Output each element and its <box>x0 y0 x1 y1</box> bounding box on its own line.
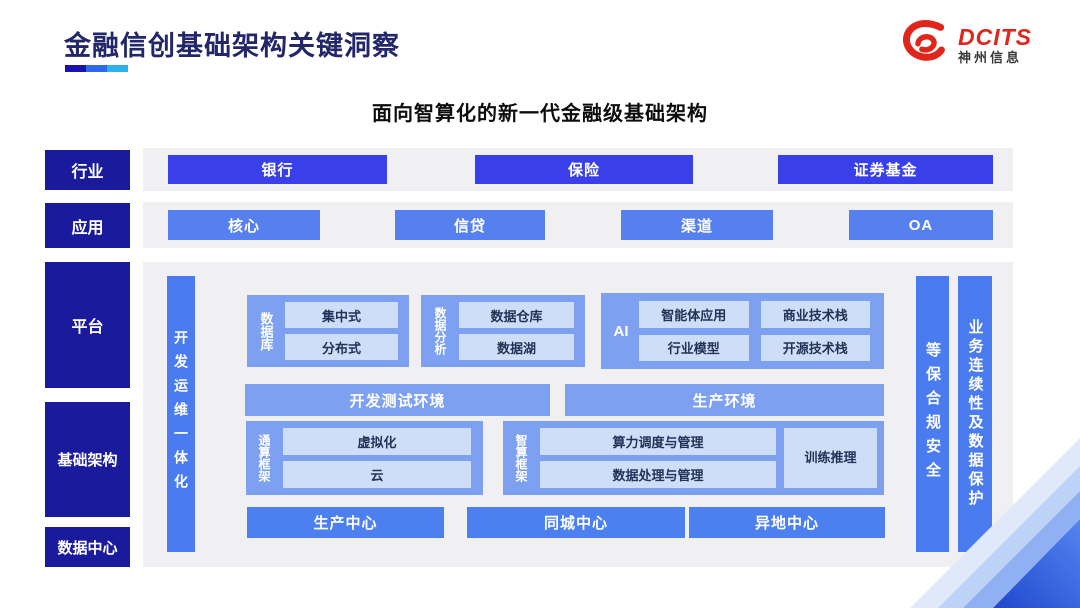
underline-segment-cyan <box>107 65 128 72</box>
title-underline <box>65 65 128 72</box>
layer-label-datacenter: 数据中心 <box>45 527 130 567</box>
devops-bar-label: 开发运维一体化 <box>173 330 189 498</box>
database-group-label: 数据库 <box>258 311 274 351</box>
analytics-item-lake: 数据湖 <box>459 334 574 360</box>
continuity-bar-label: 业务连续性及数据保护 <box>966 319 984 509</box>
logo-text: DCITS 神州信息 <box>958 25 1032 65</box>
ai-items: 智能体应用 商业技术栈 行业模型 开源技术栈 <box>639 301 870 361</box>
analytics-item-warehouse: 数据仓库 <box>459 302 574 328</box>
ai-item-opensource-stack: 开源技术栈 <box>760 334 870 361</box>
layer-label-industry: 行业 <box>45 150 130 190</box>
industry-item-insurance: 保险 <box>475 155 693 184</box>
layer-label-platform: 平台 <box>45 262 130 388</box>
company-logo: DCITS 神州信息 <box>900 18 1050 72</box>
center-same-city: 同城中心 <box>467 507 685 538</box>
database-item-centralized: 集中式 <box>285 302 398 328</box>
app-item-channel: 渠道 <box>621 210 773 240</box>
underline-segment-blue <box>86 65 107 72</box>
corner-stripes-decoration <box>910 438 1080 608</box>
general-compute-label: 通算框架 <box>257 434 271 482</box>
continuity-vertical-bar: 业务连续性及数据保护 <box>958 276 992 552</box>
ai-group: AI 智能体应用 商业技术栈 行业模型 开源技术栈 <box>601 293 884 369</box>
center-remote: 异地中心 <box>689 507 885 538</box>
logo-brand: DCITS <box>958 24 1032 51</box>
intelligent-compute-items: 算力调度与管理 数据处理与管理 <box>540 428 776 488</box>
database-items: 集中式 分布式 <box>285 302 398 360</box>
underline-segment-dark <box>65 65 86 72</box>
intelligent-compute-group: 智算框架 算力调度与管理 数据处理与管理 训练推理 <box>503 421 884 495</box>
ai-group-label: AI <box>613 322 629 340</box>
security-bar-label: 等保合规安全 <box>924 342 941 486</box>
database-group: 数据库 集中式 分布式 <box>247 295 409 367</box>
general-compute-items: 虚拟化 云 <box>283 428 471 488</box>
diagram-title: 面向智算化的新一代金融级基础架构 <box>372 103 708 125</box>
general-compute-group: 通算框架 虚拟化 云 <box>246 421 483 495</box>
app-item-core: 核心 <box>168 210 320 240</box>
production-environment-bar: 生产环境 <box>565 384 884 416</box>
logo-company: 神州信息 <box>958 50 1023 66</box>
center-production: 生产中心 <box>247 507 444 538</box>
industry-item-securities: 证券基金 <box>778 155 993 184</box>
intelligent-item-scheduling: 算力调度与管理 <box>540 428 776 455</box>
general-item-cloud: 云 <box>283 461 471 488</box>
general-item-virtualization: 虚拟化 <box>283 428 471 455</box>
analytics-items: 数据仓库 数据湖 <box>459 302 574 360</box>
database-item-distributed: 分布式 <box>285 334 398 360</box>
analytics-group: 数据分析 数据仓库 数据湖 <box>421 295 585 367</box>
ai-item-agent-apps: 智能体应用 <box>639 301 749 328</box>
ai-item-industry-models: 行业模型 <box>639 334 749 361</box>
layer-label-infrastructure: 基础架构 <box>45 402 130 517</box>
app-item-credit: 信贷 <box>395 210 545 240</box>
logo-swirl-icon <box>900 19 950 72</box>
devops-vertical-bar: 开发运维一体化 <box>167 276 195 552</box>
intelligent-item-data-mgmt: 数据处理与管理 <box>540 461 776 488</box>
layer-label-application: 应用 <box>45 203 130 248</box>
industry-item-bank: 银行 <box>168 155 387 184</box>
app-item-oa: OA <box>849 210 993 240</box>
ai-item-commercial-stack: 商业技术栈 <box>760 301 870 328</box>
page-title: 金融信创基础架构关键洞察 <box>64 31 400 61</box>
intelligent-item-train-infer: 训练推理 <box>784 428 877 488</box>
analytics-group-label: 数据分析 <box>433 307 447 355</box>
dev-test-environment-bar: 开发测试环境 <box>245 384 550 416</box>
security-vertical-bar: 等保合规安全 <box>916 276 949 552</box>
intelligent-compute-label: 智算框架 <box>514 434 528 482</box>
